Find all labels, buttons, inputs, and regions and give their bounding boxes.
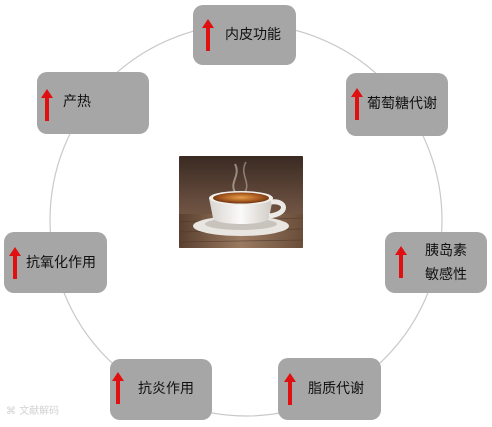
up-arrow-icon: [202, 19, 214, 51]
node-label: 内皮功能: [225, 27, 281, 43]
node-glucose-metabolism: 葡萄糖代谢: [346, 73, 448, 136]
node-label: 产热: [63, 94, 91, 110]
node-endothelial-function: 内皮功能: [193, 5, 296, 65]
up-arrow-icon: [9, 247, 21, 279]
coffee-cup-icon: [179, 156, 303, 248]
node-label-line2: 敏感性: [425, 267, 467, 283]
up-arrow-icon: [284, 373, 296, 405]
up-arrow-icon: [112, 372, 124, 404]
node-label: 抗氧化作用: [26, 255, 96, 271]
up-arrow-icon: [351, 88, 363, 120]
node-label-line1: 胰岛素: [425, 243, 467, 259]
node-antioxidant: 抗氧化作用: [4, 232, 107, 293]
node-label: 葡萄糖代谢: [367, 96, 437, 112]
watermark: ⌘ 文献解码: [6, 406, 59, 418]
node-thermogenesis: 产热: [37, 72, 149, 134]
watermark-icon: ⌘: [6, 406, 20, 417]
node-anti-inflammatory: 抗炎作用: [110, 359, 212, 420]
node-lipid-metabolism: 脂质代谢: [278, 358, 381, 420]
up-arrow-icon: [395, 246, 407, 278]
watermark-text: 文献解码: [19, 406, 60, 417]
node-label: 脂质代谢: [308, 381, 364, 397]
node-insulin-sensitivity: 胰岛素 敏感性: [385, 232, 487, 293]
coffee-cup-image: [179, 156, 303, 248]
up-arrow-icon: [41, 89, 53, 121]
node-label: 抗炎作用: [138, 381, 194, 397]
